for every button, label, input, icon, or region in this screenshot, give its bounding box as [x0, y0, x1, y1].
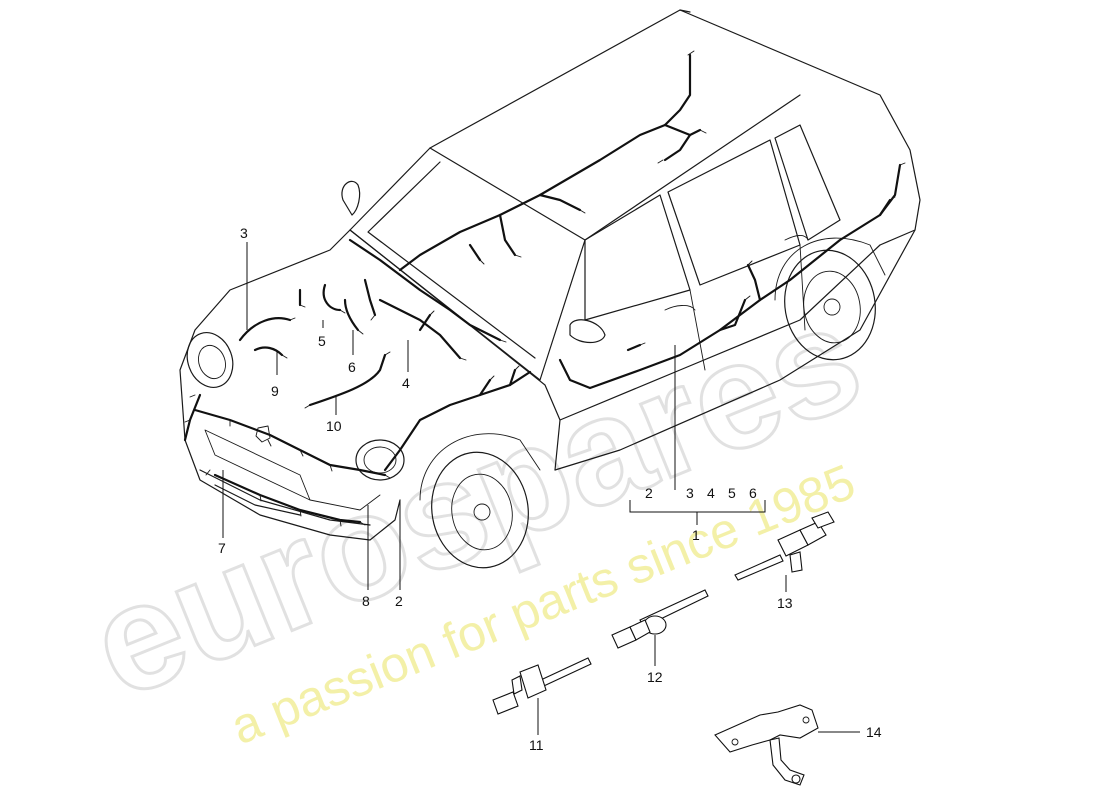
callout-group-5: 5: [728, 485, 736, 501]
car-outline: [179, 9, 921, 569]
callout-group-3: 3: [686, 485, 694, 501]
callout-3: 3: [240, 225, 248, 241]
callout-12: 12: [647, 669, 663, 685]
callout-9: 9: [271, 383, 279, 399]
callout-14: 14: [866, 724, 882, 740]
connector-ticks: [184, 50, 906, 527]
watermark: eurospares a passion for parts since 198…: [68, 269, 884, 755]
callout-8: 8: [362, 593, 370, 609]
callouts: 3 9 5 6 4 10 7 8 2 2 3 4 5 6 1 13 12 11 …: [218, 225, 882, 753]
callout-group-6: 6: [749, 485, 757, 501]
callout-4: 4: [402, 375, 410, 391]
part-13-cable-tie-clip: [734, 511, 835, 581]
leader-lines: [222, 242, 860, 735]
callout-6: 6: [348, 359, 356, 375]
callout-11: 11: [529, 737, 544, 753]
callout-7: 7: [218, 540, 226, 556]
callout-13: 13: [777, 595, 793, 611]
callout-2-front: 2: [395, 593, 403, 609]
part-12-cable-tie: [611, 589, 709, 649]
callout-5: 5: [318, 333, 326, 349]
callout-10: 10: [326, 418, 342, 434]
part-14-bracket: [714, 704, 819, 786]
callout-group-2: 2: [645, 485, 653, 501]
callout-group-4: 4: [707, 485, 715, 501]
callout-1: 1: [692, 527, 700, 543]
part-11-cable-tie-stud: [492, 657, 592, 715]
